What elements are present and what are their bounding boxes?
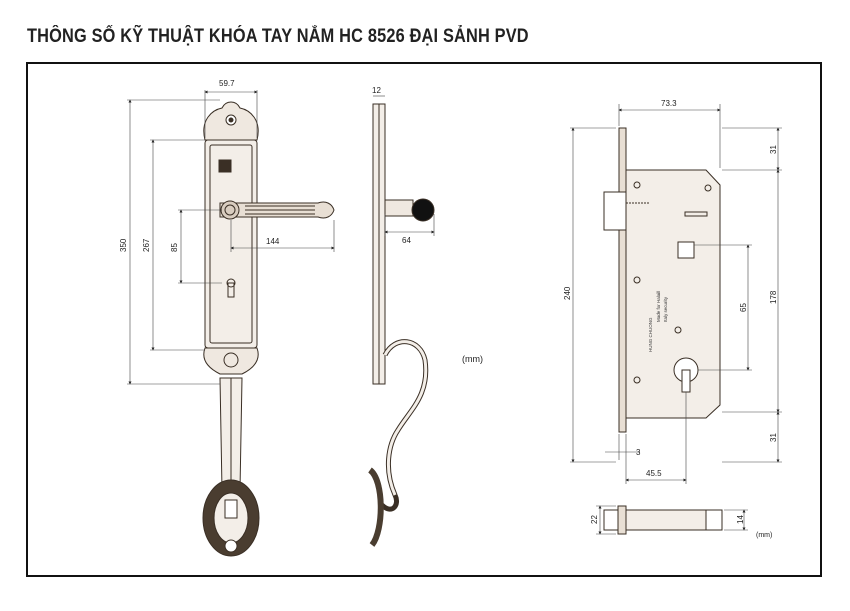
dim-hole-span: 267	[142, 238, 151, 252]
dim-handle-length: 144	[266, 237, 280, 246]
handle-front-dimensions	[127, 90, 335, 385]
dim-lock-height: 240	[563, 286, 572, 300]
dim-latch-tongue: 14	[736, 515, 745, 524]
unit-label-right: (mm)	[756, 532, 772, 539]
latch-dimensions	[596, 505, 748, 535]
unit-label-left: (mm)	[462, 354, 483, 364]
latch-view	[603, 505, 723, 535]
lock-tech: Italy security	[663, 296, 668, 322]
lock-dimensions	[570, 104, 782, 484]
lock-body	[603, 127, 721, 433]
dim-knob-depth: 64	[402, 236, 411, 245]
dim-top-margin: 31	[769, 145, 778, 154]
handle-side-view	[367, 103, 435, 547]
handle-front-view	[202, 101, 335, 557]
dim-lock-width: 73.3	[661, 99, 677, 108]
lock-made-in: Made for Halaill	[656, 291, 661, 322]
dim-faceplate: 3	[636, 448, 641, 457]
dim-center-distance: 65	[739, 303, 748, 312]
handle-side-dimensions	[373, 95, 435, 236]
dim-height: 350	[119, 238, 128, 252]
drawing-frame	[26, 62, 822, 577]
dim-latch-height: 22	[590, 515, 599, 524]
dim-hole-span-lock: 178	[769, 290, 778, 304]
dim-thickness: 12	[372, 86, 381, 95]
dim-backset: 45.5	[646, 469, 662, 478]
dim-bottom-margin: 31	[769, 433, 778, 442]
dim-handle-offset: 85	[170, 243, 179, 252]
page-title: THÔNG SỐ KỸ THUẬT KHÓA TAY NẮM HC 8526 Đ…	[27, 26, 529, 47]
dim-width: 59.7	[219, 79, 235, 88]
lock-stamp: HUNG CHUONG	[648, 317, 653, 352]
